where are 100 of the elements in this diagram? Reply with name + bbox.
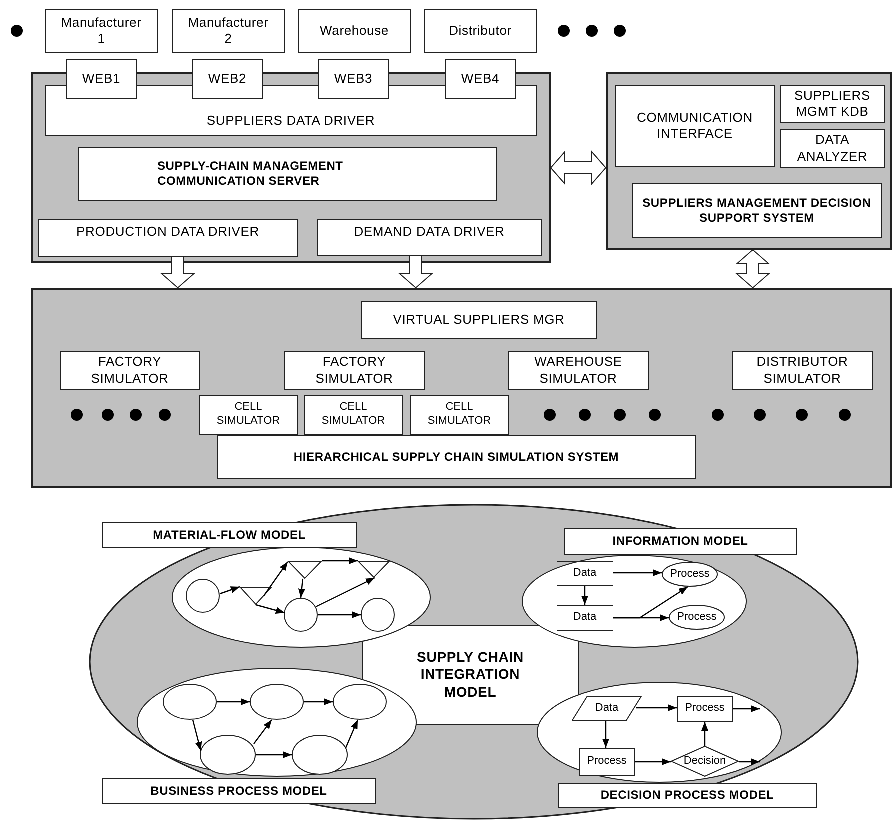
arrow — [298, 578, 306, 598]
system-panel — [31, 288, 892, 488]
flow-circle — [284, 598, 318, 632]
box-label: WAREHOUSE SIMULATOR — [534, 354, 624, 387]
model-ellipse — [522, 555, 747, 648]
box-label: SUPPLIERS DATA DRIVER — [206, 113, 376, 130]
box-label: COMMUNICATION INTERFACE — [636, 110, 754, 142]
box-label: Manufacturer 1 — [60, 14, 143, 48]
process-ellipse — [292, 735, 348, 775]
box-label: WEB2 — [208, 70, 247, 88]
box-label: SUPPLY CHAIN INTEGRATION MODEL — [416, 648, 525, 702]
flow-circle — [186, 579, 220, 613]
model-title-box — [102, 522, 357, 548]
model-ellipse — [137, 668, 417, 777]
arrow — [318, 612, 361, 618]
box-label: DEMAND DATA DRIVER — [354, 224, 505, 240]
web-box — [66, 59, 137, 99]
arrow — [217, 698, 250, 706]
box-label: SUPPLIERS MANAGEMENT DECISION SUPPORT SYSTEM — [642, 196, 872, 226]
module-box — [217, 435, 696, 479]
entity-box — [172, 9, 285, 53]
box-label: SUPPLIERS MGMT KDB — [794, 88, 872, 120]
box-label: Data — [573, 566, 597, 580]
arrow — [345, 720, 359, 748]
simulator-box — [508, 351, 649, 390]
box-label: INFORMATION MODEL — [612, 534, 748, 549]
simulator-box — [284, 351, 425, 390]
junction-triangle — [288, 561, 322, 579]
box-label: Decision — [684, 754, 726, 768]
box-label: Process — [685, 702, 725, 716]
module-box — [632, 183, 882, 238]
box-label: WEB3 — [334, 70, 373, 88]
decision-diamond — [671, 746, 739, 777]
arrow — [613, 586, 688, 619]
simulator-box — [60, 351, 200, 390]
model-title-box — [102, 778, 376, 804]
box-label: DECISION PROCESS MODEL — [600, 788, 774, 803]
arrow — [264, 562, 288, 596]
module-box — [780, 129, 885, 168]
arrow — [256, 752, 292, 758]
process-ellipse — [163, 684, 217, 720]
simulator-box — [410, 395, 509, 435]
arrow — [582, 586, 588, 605]
module-box — [780, 85, 885, 123]
block-arrow — [736, 249, 770, 289]
simulator-box — [732, 351, 873, 390]
box-label: DISTRIBUTOR SIMULATOR — [756, 354, 850, 387]
process-oval — [669, 605, 725, 630]
flow-circle — [361, 598, 395, 632]
arrow — [256, 604, 286, 614]
block-arrow — [398, 256, 434, 289]
arrow — [739, 758, 760, 766]
box-label: FACTORY SIMULATOR — [90, 354, 170, 387]
box-label: Process — [670, 568, 710, 582]
data-store — [557, 605, 613, 631]
entity-box — [424, 9, 537, 53]
box-label: CELL SIMULATOR — [426, 401, 492, 429]
arrow — [613, 570, 662, 576]
process-ellipse — [200, 735, 256, 775]
box-label: Distributor — [449, 22, 512, 40]
box-label: Data — [573, 611, 597, 625]
web-box — [192, 59, 263, 99]
simulator-box — [304, 395, 403, 435]
arrow — [316, 577, 376, 608]
module-box — [615, 85, 775, 167]
arrow — [220, 586, 240, 595]
arrow — [733, 706, 760, 712]
arrow — [192, 720, 202, 752]
block-arrow — [550, 150, 607, 186]
box-label: WEB4 — [461, 70, 500, 88]
process-box — [677, 696, 733, 722]
web-box — [318, 59, 389, 99]
data-store — [557, 561, 613, 586]
arrow — [635, 758, 671, 766]
arrow — [702, 722, 708, 746]
arrow — [304, 698, 333, 706]
box-label: Process — [677, 610, 717, 624]
box-label: Warehouse — [320, 22, 389, 40]
arrow — [322, 558, 358, 564]
box-label: CELL SIMULATOR — [216, 401, 282, 429]
box-label: DATA ANALYZER — [796, 132, 869, 165]
box-label: Process — [587, 755, 627, 769]
box-label: HIERARCHICAL SUPPLY CHAIN SIMULATION SYSTEM — [294, 450, 620, 464]
module-box — [38, 219, 298, 257]
arrow — [636, 704, 677, 712]
module-box — [78, 147, 497, 201]
simulator-box — [199, 395, 298, 435]
box-label: Manufacturer 2 — [187, 14, 270, 48]
model-title-box — [558, 783, 817, 808]
module-box — [361, 301, 597, 339]
box-label: PRODUCTION DATA DRIVER — [76, 224, 260, 240]
process-ellipse — [250, 684, 304, 720]
arrow — [602, 721, 610, 748]
process-box — [579, 748, 635, 776]
module-box — [317, 219, 542, 256]
block-arrow — [160, 256, 196, 289]
model-ellipse — [537, 682, 782, 783]
model-ellipse — [172, 547, 431, 648]
junction-triangle — [358, 561, 390, 578]
box-label: CELL SIMULATOR — [320, 401, 386, 429]
